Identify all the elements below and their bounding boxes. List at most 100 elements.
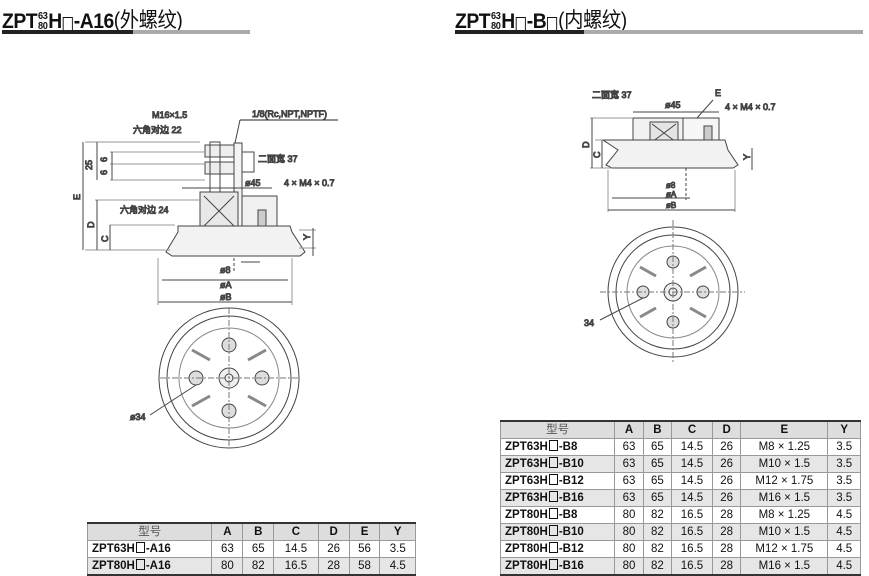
size-bottom: 80 [491,21,501,32]
cell-e: M10 × 1.5 [740,455,829,473]
cell-model: ZPT80H -B8 [499,506,616,524]
cell-a: 63 [614,438,644,456]
col-a: A [211,522,244,541]
title-rule-dark [2,30,133,34]
model-suffix: -B8 [558,509,578,521]
cell-model: ZPT63H-B10 [499,455,616,473]
label-dia-a: øA [666,190,677,199]
cell-e: M8 × 1.25 [740,438,829,456]
cell-model: ZPT63H -B8 [499,438,616,456]
placeholder-box [548,440,558,451]
cell-d: 28 [711,557,742,576]
cell-model: ZPT80H-B12 [499,540,616,558]
label-dia45: ø45 [665,100,681,110]
placeholder-box [135,542,145,553]
model-name: ZPT80H [505,509,548,521]
model-suffix: -B8 [558,441,578,453]
cell-e: M8 × 1.25 [740,506,829,524]
cell-y: 4.5 [827,523,861,541]
col-y: Y [827,420,861,439]
cell-d: 26 [711,472,742,490]
label-dia34: 34 [584,318,594,328]
cell-y: 4.5 [827,540,861,558]
cell-e: M10 × 1.5 [740,523,829,541]
cell-b: 65 [642,455,673,473]
label-dim25: 25 [84,160,94,170]
cell-model: ZPT80H-A16 [86,557,213,576]
model-name: ZPT63H [505,492,548,504]
cell-model: ZPT80H-B10 [499,523,616,541]
cell-y: 4.5 [827,557,861,576]
title-prefix: ZPT [2,10,38,33]
label-dim-d: D [86,221,96,228]
label-dia8: ø8 [220,265,231,275]
cell-b: 82 [242,557,275,576]
cell-b: 82 [642,523,673,541]
cell-a: 80 [614,523,644,541]
cell-a: 63 [614,489,644,507]
label-dim6b: 6 [99,170,109,175]
left-bottom-view: ø34 [130,307,300,449]
col-d: D [317,522,350,541]
title-rule-light [584,30,863,34]
table-header-row: 型号 A B C D E Y [86,522,416,541]
cell-b: 65 [642,438,673,456]
cell-c: 16.5 [671,540,713,558]
cell-a: 80 [614,557,644,576]
cell-a: 63 [211,540,244,558]
label-e: E [715,88,721,98]
col-e: E [740,420,829,439]
col-c: C [273,522,319,541]
title-cn: (内螺纹) [558,9,627,32]
table-header-row: 型号 A B C D E Y [499,420,861,439]
col-y: Y [379,522,416,541]
cell-model: ZPT80H-B16 [499,557,616,576]
cell-d: 26 [711,438,742,456]
suction-cup [601,139,739,169]
label-dim-y: Y [742,154,752,160]
cell-c: 14.5 [273,540,319,558]
cell-model: ZPT63H-B16 [499,489,616,507]
cell-b: 82 [642,557,673,576]
size-top: 63 [491,11,501,22]
label-dim-d: D [581,141,591,148]
label-dim-e: E [72,194,82,200]
cell-a: 80 [211,557,244,576]
title-suffix: -B [526,10,547,33]
model-name: ZPT80H [505,526,548,538]
model-suffix: -B10 [558,458,584,470]
title-rule-light [133,30,250,34]
label-screws: 4 × M4 × 0.7 [284,178,335,188]
title-mid: H [501,10,515,33]
cell-d: 28 [711,506,742,524]
suction-cup [165,225,306,257]
cell-y: 3.5 [379,540,416,558]
label-dia-b: øB [220,292,232,302]
cell-e: 58 [348,557,381,576]
label-port: 1/8(Rc,NPT,NPTF) [252,109,327,119]
cell-d: 26 [711,489,742,507]
right-side-view: 二面宽 37 ø45 E 4 × M4 × 0.7 D C Y ø8 øA øB [581,88,776,212]
placeholder-box [548,457,558,468]
cell-c: 16.5 [671,557,713,576]
cell-c: 14.5 [671,472,713,490]
cell-e: 56 [348,540,381,558]
col-d: D [711,420,742,439]
label-flats37: 二面宽 37 [258,153,298,164]
cell-y: 3.5 [827,472,861,490]
cell-e: M16 × 1.5 [740,489,829,507]
label-dia34: ø34 [130,412,146,422]
model-name: ZPT63H [505,441,548,453]
col-a: A [614,420,644,439]
placeholder-box [548,474,558,485]
label-dim-c: C [100,235,110,242]
title-prefix: ZPT [455,10,491,33]
label-hex22: 六角对边 22 [133,124,182,135]
cell-y: 3.5 [827,438,861,456]
